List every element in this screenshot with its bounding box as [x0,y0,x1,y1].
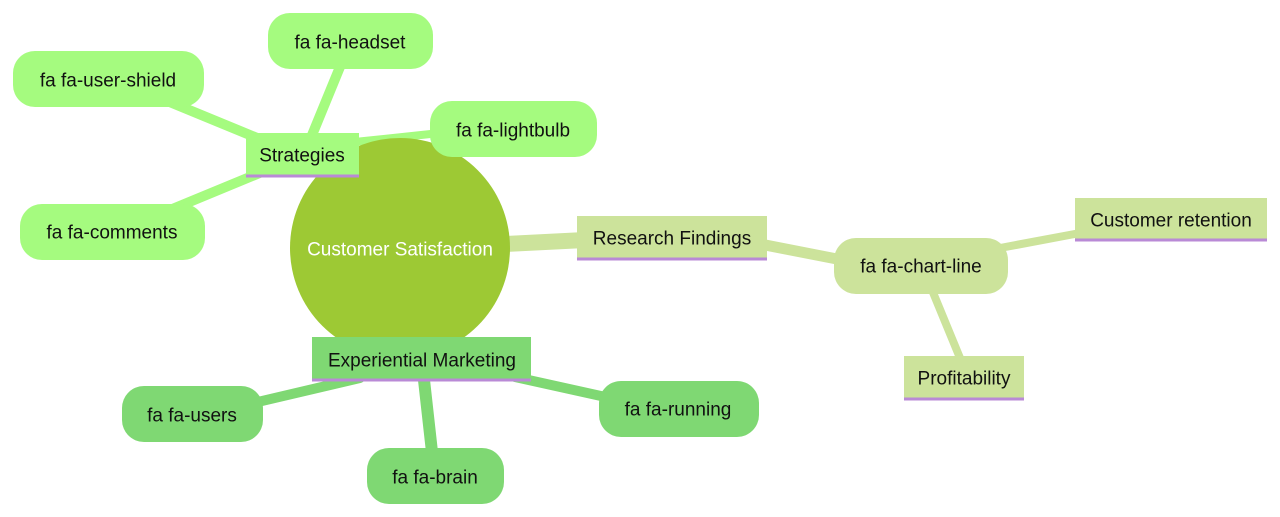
profitability-box [904,356,1024,399]
experiential-child-brain: fa fa-brain [367,448,504,504]
strategies-label: Strategies [259,146,345,167]
retention-box [1075,198,1267,240]
root-label: Customer Satisfaction [307,240,493,261]
edge-chartline-profitability [928,286,964,362]
lightbulb-pill [430,101,597,157]
strategies-child-comments: fa fa-comments [20,204,205,260]
running-pill [599,381,759,437]
experiential-box [312,337,531,380]
research-grandchild-profitability: Profitability [904,356,1024,401]
root-node: Customer Satisfaction [290,138,510,358]
retention-label: Customer retention [1090,211,1252,232]
headset-label: fa fa-headset [295,33,407,54]
research-node: Research Findings [577,216,767,261]
user-shield-label: fa fa-user-shield [40,71,176,92]
chart-line-pill [834,238,1008,294]
comments-label: fa fa-comments [47,223,178,244]
strategies-box [246,133,359,176]
research-label: Research Findings [593,229,751,250]
brain-label: fa fa-brain [392,468,478,489]
experiential-child-users: fa fa-users [122,386,263,442]
running-label: fa fa-running [625,400,732,421]
edge-strategies-comments [165,167,267,215]
research-box [577,216,767,259]
edge-root-research [497,232,593,252]
strategies-child-lightbulb: fa fa-lightbulb [430,101,597,157]
edge-strategies-lightbulb [341,129,444,147]
edges [155,57,1084,458]
strategies-child-headset: fa fa-headset [268,13,433,69]
edge-strategies-headset [305,57,347,145]
user-shield-pill [13,51,204,107]
chart-line-label: fa fa-chart-line [860,257,981,278]
edge-experiential-users [240,373,365,410]
edge-research-chartline [754,238,848,266]
strategies-child-user-shield: fa fa-user-shield [13,51,204,107]
users-label: fa fa-users [147,406,237,427]
experiential-label: Experiential Marketing [328,351,516,372]
edge-chartline-retention [996,229,1084,252]
strategies-node: Strategies [246,133,359,178]
research-child-chart-line: fa fa-chart-line [834,238,1008,294]
experiential-child-running: fa fa-running [599,381,759,437]
users-pill [122,386,263,442]
edge-experiential-brain [418,374,438,458]
research-grandchild-retention: Customer retention [1075,198,1267,242]
headset-pill [268,13,433,69]
comments-pill [20,204,205,260]
lightbulb-label: fa fa-lightbulb [456,121,570,142]
brain-pill [367,448,504,504]
experiential-node: Experiential Marketing [312,337,531,382]
profitability-label: Profitability [918,369,1011,390]
root-circle [290,138,510,358]
